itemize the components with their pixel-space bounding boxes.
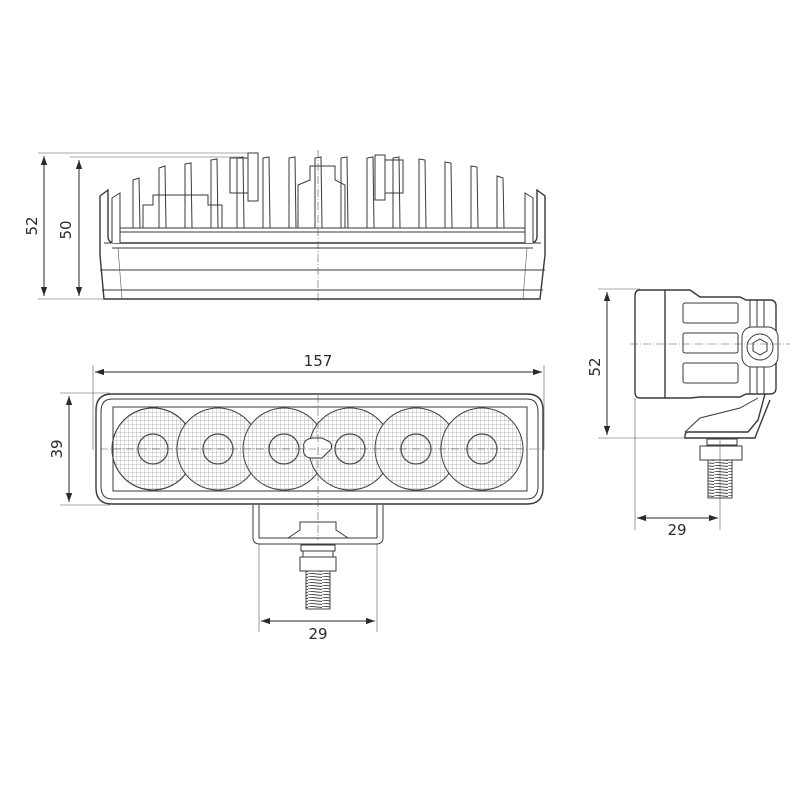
bracket-clip-right bbox=[374, 154, 386, 201]
side-view: 52 29 bbox=[586, 288, 790, 539]
top-view: 52 50 bbox=[23, 150, 546, 303]
side-lens-face bbox=[634, 289, 666, 399]
dimension-label-52-side: 52 bbox=[586, 357, 604, 376]
dimension-label-157: 157 bbox=[304, 352, 333, 370]
housing-body bbox=[99, 188, 546, 300]
hex-socket-icon bbox=[752, 338, 768, 356]
nut bbox=[299, 556, 337, 572]
front-housing bbox=[95, 393, 544, 505]
side-bracket bbox=[684, 393, 771, 439]
brand-logo bbox=[303, 437, 333, 459]
dimension-label-29: 29 bbox=[308, 625, 327, 643]
heatsink-fins bbox=[111, 156, 534, 243]
dimension-label-29-side: 29 bbox=[667, 521, 686, 539]
dimension-label-39: 39 bbox=[48, 439, 66, 458]
mounting-bracket bbox=[252, 505, 384, 545]
front-view: 157 39 bbox=[48, 352, 545, 643]
dimension-label-50: 50 bbox=[57, 220, 75, 239]
washer bbox=[300, 544, 336, 552]
threaded-bolt bbox=[305, 570, 331, 610]
dimension-label-52: 52 bbox=[23, 216, 41, 235]
side-nut bbox=[699, 445, 743, 461]
lens-grid bbox=[112, 406, 528, 492]
